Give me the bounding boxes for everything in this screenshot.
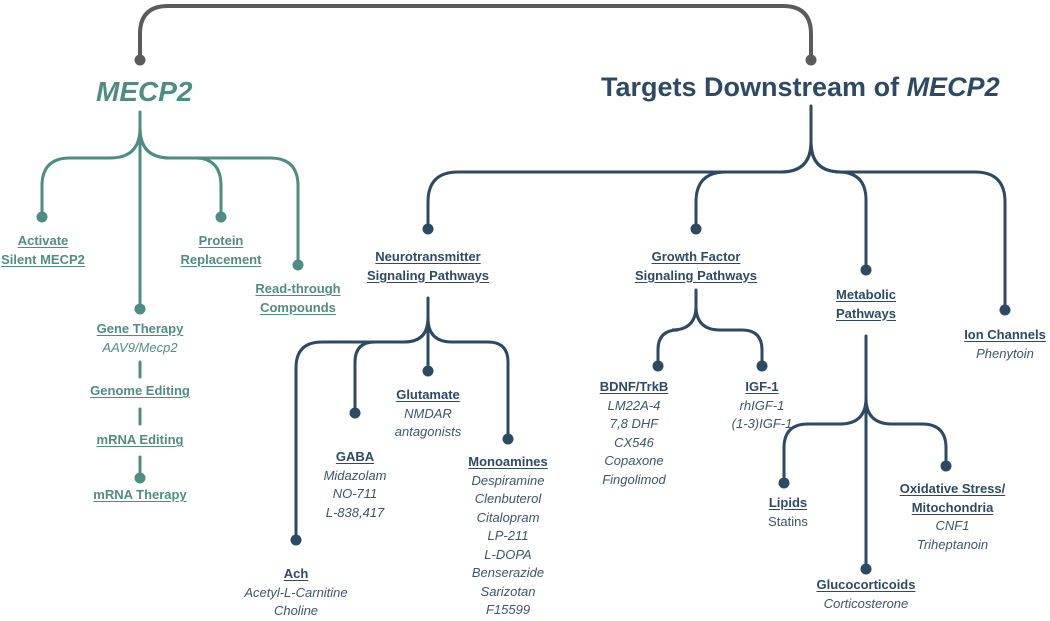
- ach-label: Ach Acetyl-L-Carnitine Choline: [226, 565, 366, 621]
- gaba-item: L-838,417: [325, 504, 385, 520]
- downstream-title-gene: MECP2: [906, 72, 1000, 102]
- genome-editing-label: Genome Editing: [70, 382, 210, 401]
- mrna-therapy-label: mRNA Therapy: [70, 486, 210, 505]
- glutamate-item: NMDAR: [404, 405, 452, 421]
- glutamate-label: Glutamate NMDAR antagonists: [373, 386, 483, 442]
- monoamines-item: Clenbuterol: [474, 491, 542, 506]
- igf1-label: IGF-1 rhIGF-1 (1-3)IGF-1: [712, 378, 812, 434]
- monoamines-item: F15599: [485, 602, 531, 617]
- downstream-title-prefix: Targets Downstream of: [601, 72, 907, 102]
- ach-item: Choline: [273, 603, 319, 618]
- neurotransmitter-line-2: Signaling Pathways: [366, 267, 490, 283]
- ion-channels-label: Ion Channels Phenytoin: [945, 326, 1050, 363]
- gene-therapy-heading: Gene Therapy: [96, 321, 184, 336]
- activate-silent-line-2: Silent MECP2: [1, 251, 85, 267]
- read-through-compounds-label: Read-through Compounds: [238, 280, 358, 317]
- read-through-line-2: Compounds: [260, 299, 336, 315]
- gaba-item: Midazolam: [323, 467, 387, 483]
- monoamines-label: Monoamines Despiramine Clenbuterol Cital…: [448, 453, 568, 620]
- oxidative-item: Triheptanoin: [916, 536, 989, 552]
- neurotransmitter-line-1: Neurotransmitter: [375, 249, 481, 264]
- mrna-editing-label: mRNA Editing: [70, 431, 210, 450]
- downstream-tree-nodes: [290, 223, 1011, 575]
- mrna-therapy-heading: mRNA Therapy: [93, 487, 187, 502]
- gaba-heading: GABA: [335, 449, 375, 464]
- genome-editing-heading: Genome Editing: [90, 383, 190, 398]
- bdnf-item: LM22A-4: [607, 397, 661, 413]
- igf1-heading: IGF-1: [745, 379, 779, 394]
- monoamines-item: L-DOPA: [484, 546, 532, 562]
- downstream-tree-lines: [294, 104, 1007, 570]
- bdnf-item: CX546: [614, 434, 654, 450]
- growth-factor-pathways-label: Growth Factor Signaling Pathways: [626, 248, 766, 285]
- gaba-item: NO-711: [332, 486, 378, 501]
- metabolic-pathways-label: Metabolic Pathways: [806, 286, 926, 323]
- oxidative-item: CNF1: [935, 518, 970, 533]
- protein-replacement-line-1: Protein: [198, 233, 244, 248]
- mecp2-title: MECP2: [96, 76, 193, 107]
- activate-silent-mecp2-label: Activate Silent MECP2: [0, 232, 106, 269]
- neurotransmitter-pathways-label: Neurotransmitter Signaling Pathways: [358, 248, 498, 285]
- oxidative-line-1: Oxidative Stress/: [899, 481, 1006, 496]
- monoamines-item: LP-211: [487, 528, 529, 543]
- glutamate-item: antagonists: [394, 424, 462, 439]
- oxidative-line-2: Mitochondria: [911, 499, 994, 515]
- ion-channels-item: Phenytoin: [976, 345, 1034, 361]
- downstream-title: Targets Downstream of MECP2: [601, 72, 1000, 103]
- gene-therapy-label: Gene Therapy AAV9/Mecp2: [70, 320, 210, 357]
- top-bracket-connector: [138, 4, 813, 60]
- lipids-heading: Lipids: [768, 495, 808, 510]
- glucocorticoids-item: Corticosterone: [823, 595, 909, 611]
- monoamines-heading: Monoamines: [468, 454, 548, 469]
- read-through-line-1: Read-through: [255, 281, 341, 296]
- glucocorticoids-label: Glucocorticoids Corticosterone: [796, 576, 936, 613]
- mecp2-tree-nodes: [36, 211, 304, 484]
- bdnf-trkb-heading: BDNF/TrkB: [599, 379, 669, 394]
- bdnf-trkb-label: BDNF/TrkB LM22A-4 7,8 DHF CX546 Copaxone…: [584, 378, 684, 489]
- igf1-item: (1-3)IGF-1: [731, 416, 793, 431]
- mrna-editing-heading: mRNA Editing: [96, 432, 184, 447]
- monoamines-item: Sarizotan: [480, 583, 536, 599]
- monoamines-item: Citalopram: [476, 509, 540, 525]
- metabolic-line-1: Metabolic: [836, 287, 896, 302]
- gaba-label: GABA Midazolam NO-711 L-838,417: [305, 448, 405, 522]
- lipids-label: Lipids Statins: [738, 494, 838, 531]
- protein-replacement-label: Protein Replacement: [161, 232, 281, 269]
- gene-therapy-example: AAV9/Mecp2: [102, 339, 178, 355]
- monoamines-item: Despiramine: [471, 472, 545, 488]
- glucocorticoids-heading: Glucocorticoids: [816, 577, 916, 592]
- oxidative-stress-label: Oxidative Stress/ Mitochondria CNF1 Trih…: [880, 480, 1025, 554]
- igf1-item: rhIGF-1: [739, 397, 785, 413]
- growth-factor-line-2: Signaling Pathways: [634, 267, 758, 283]
- protein-replacement-line-2: Replacement: [180, 251, 262, 267]
- lipids-item: Statins: [768, 513, 808, 529]
- bdnf-item: 7,8 DHF: [609, 416, 659, 431]
- bdnf-item: Fingolimod: [602, 471, 666, 487]
- monoamines-item: Benserazide: [471, 565, 545, 580]
- ach-heading: Ach: [283, 566, 309, 581]
- bdnf-item: Copaxone: [604, 453, 664, 468]
- ion-channels-heading: Ion Channels: [964, 327, 1046, 342]
- metabolic-line-2: Pathways: [836, 305, 896, 321]
- top-bracket-node-left: [134, 54, 146, 66]
- activate-silent-line-1: Activate: [17, 233, 69, 248]
- growth-factor-line-1: Growth Factor: [651, 249, 741, 264]
- ach-item: Acetyl-L-Carnitine: [244, 584, 348, 600]
- glutamate-heading: Glutamate: [396, 387, 460, 402]
- top-bracket-node-right: [805, 54, 817, 66]
